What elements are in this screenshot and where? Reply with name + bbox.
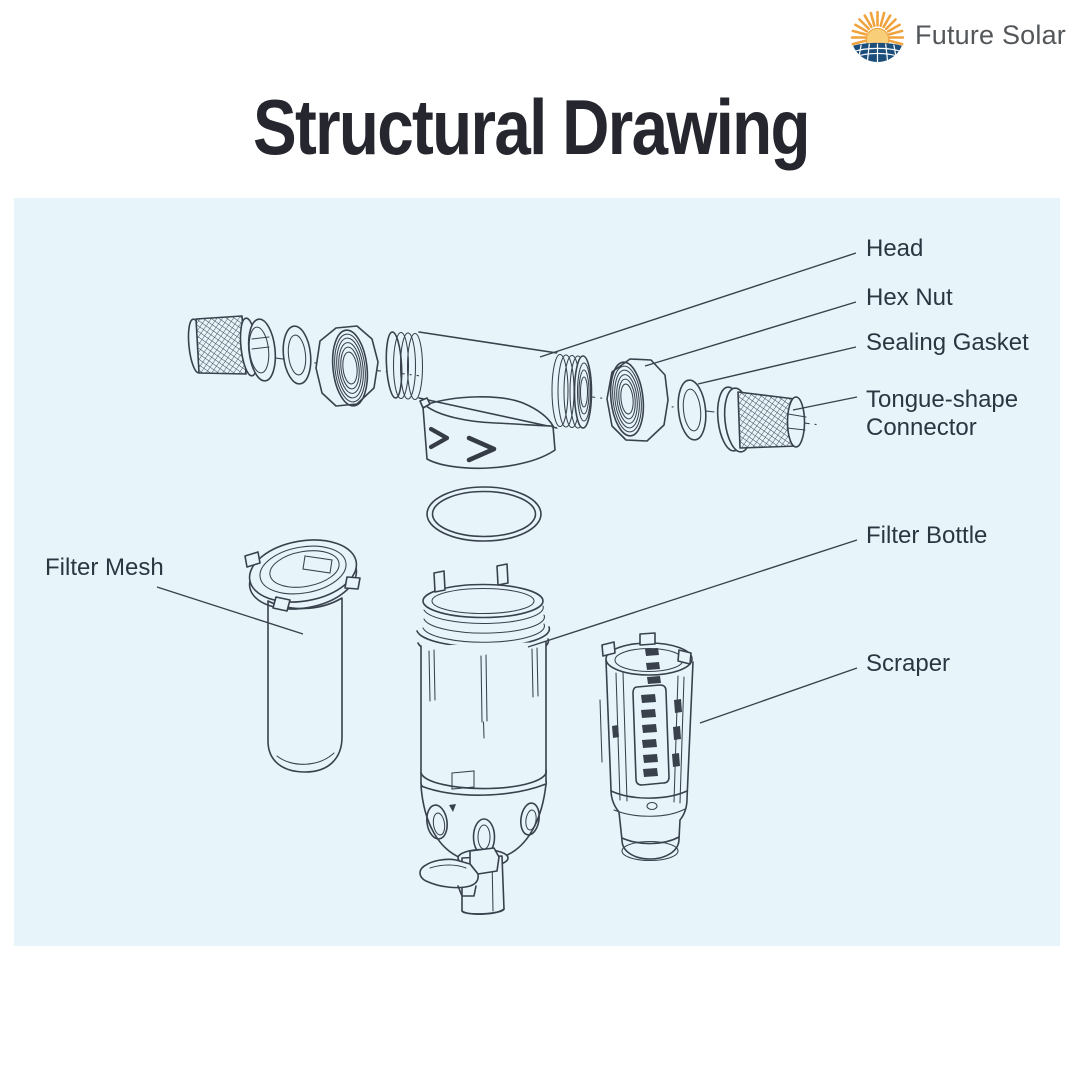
part-right-hex-nut xyxy=(606,358,669,442)
part-left-gasket xyxy=(282,325,312,385)
solar-panels xyxy=(851,42,904,62)
label-sealing-gasket: Sealing Gasket xyxy=(866,329,1029,356)
drain-valve xyxy=(419,847,505,915)
label-filter-bottle: Filter Bottle xyxy=(866,522,987,549)
leader-lines xyxy=(156,252,858,724)
part-filter-bottle xyxy=(416,563,551,915)
part-right-gasket xyxy=(677,379,707,441)
part-left-connector xyxy=(187,315,277,382)
part-head xyxy=(385,331,593,470)
structural-drawing-svg: Head Hex Nut Sealing Gasket Tongue-shape… xyxy=(45,235,1029,915)
part-scraper xyxy=(599,632,694,862)
brand-name: Future Solar xyxy=(915,20,1066,50)
part-left-hex-nut xyxy=(315,325,379,407)
sun-rays xyxy=(850,10,905,46)
part-filter-mesh xyxy=(244,539,361,773)
page-title-wrap: Structural Drawing xyxy=(0,82,1062,173)
page-title: Structural Drawing xyxy=(253,83,811,171)
sun-solar-panel-icon xyxy=(850,10,905,62)
label-hex-nut: Hex Nut xyxy=(866,284,953,311)
diagram-panel: Head Hex Nut Sealing Gasket Tongue-shape… xyxy=(14,198,1060,946)
label-scraper: Scraper xyxy=(866,650,950,677)
label-head: Head xyxy=(866,235,923,262)
label-filter-mesh: Filter Mesh xyxy=(45,554,164,581)
label-tongue-connector-line2: Connector xyxy=(866,414,977,441)
label-tongue-connector-line1: Tongue-shape xyxy=(866,386,1018,413)
logo: Future Solar xyxy=(849,8,1066,63)
part-o-ring xyxy=(426,486,542,542)
part-labels: Head Hex Nut Sealing Gasket Tongue-shape… xyxy=(45,235,1029,677)
part-right-connector xyxy=(716,386,807,453)
